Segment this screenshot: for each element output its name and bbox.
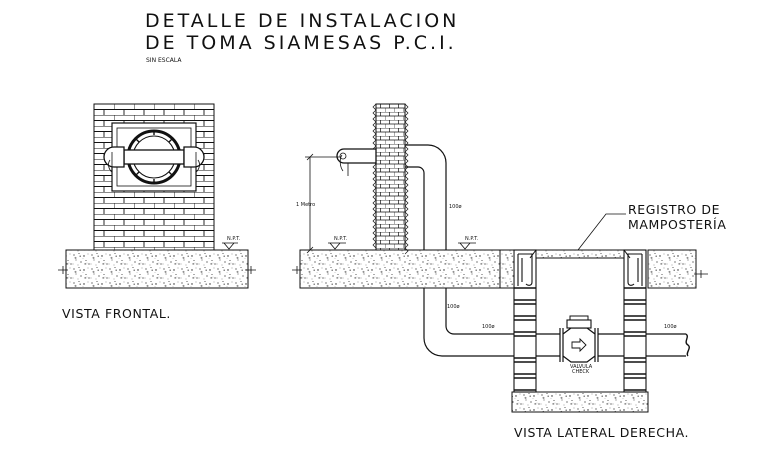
pipe-label-vertical: 100ø bbox=[449, 204, 462, 210]
register-cover-lid bbox=[535, 249, 625, 259]
pipe-label-lower: 100ø bbox=[447, 304, 460, 310]
register-slab-left-edge bbox=[499, 249, 515, 289]
register-callout-line-1: REGISTRO DE bbox=[628, 202, 720, 217]
check-valve-bonnet bbox=[566, 319, 592, 329]
side-pipe-elbow-top-inner bbox=[405, 166, 425, 250]
siamese-outlet-right bbox=[183, 146, 205, 168]
side-slab-break-right bbox=[694, 270, 708, 278]
register-wall-left bbox=[513, 249, 537, 393]
front-view-caption: VISTA FRONTAL. bbox=[62, 306, 171, 321]
register-frame-right bbox=[627, 253, 643, 286]
register-cover-edges bbox=[529, 249, 631, 259]
height-dimension-label: 1 Metro bbox=[296, 202, 315, 208]
side-view-caption: VISTA LATERAL DERECHA. bbox=[514, 425, 689, 440]
siamese-body bbox=[123, 149, 185, 165]
side-concrete-slab-left bbox=[299, 249, 515, 289]
height-dimension-ticks bbox=[306, 153, 314, 254]
siamese-outlet-left bbox=[103, 146, 125, 168]
side-slab-break-left bbox=[292, 266, 302, 274]
side-level-tag-right: N.P.T. bbox=[465, 236, 479, 242]
front-concrete-slab bbox=[65, 249, 249, 289]
check-valve: VALVULA CHECK bbox=[559, 315, 599, 375]
side-pipe-vertical-lower bbox=[423, 288, 447, 326]
register-wall-left-courses bbox=[514, 287, 536, 391]
check-valve-flow-arrow bbox=[571, 337, 587, 353]
side-level-marker-left bbox=[328, 242, 346, 250]
siamese-cap-right bbox=[195, 152, 200, 173]
side-brick-wall-jag-right bbox=[404, 103, 409, 255]
side-view: 1 Metro N.P.T. N.P.T. 100ø 100ø 100ø 100… bbox=[292, 103, 727, 440]
register-callout-line-2: MAMPOSTERÍA bbox=[628, 217, 727, 232]
side-pipe-break-end bbox=[685, 333, 690, 357]
siamese-cap-left bbox=[108, 152, 113, 173]
check-valve-body bbox=[559, 327, 599, 363]
side-level-tag-left: N.P.T. bbox=[334, 236, 348, 242]
title-line-1: DETALLE DE INSTALACION bbox=[145, 10, 459, 32]
register-bottom-slab bbox=[511, 391, 649, 413]
register-wall-right-courses bbox=[624, 287, 646, 391]
register-wall-right bbox=[623, 249, 647, 393]
side-siamese-outlet bbox=[336, 148, 377, 164]
side-pipe-elbow-bottom bbox=[423, 325, 560, 357]
scale-note: SIN ESCALA bbox=[146, 57, 182, 64]
side-siamese-cap bbox=[339, 154, 349, 176]
register-callout-leader bbox=[577, 213, 626, 251]
front-level-marker bbox=[222, 242, 238, 250]
height-dimension-line bbox=[305, 156, 340, 251]
check-valve-label-1: VALVULA bbox=[570, 364, 593, 370]
check-valve-label-2: CHECK bbox=[572, 369, 590, 375]
side-siamese-nut bbox=[339, 152, 347, 160]
front-view: N.P.T. VISTA FRONTAL. bbox=[58, 103, 256, 321]
title-line-2: DE TOMA SIAMESAS P.C.I. bbox=[145, 32, 457, 54]
side-level-marker-right bbox=[458, 242, 476, 250]
side-pipe-elbow-top bbox=[405, 144, 447, 250]
pipe-label-horizontal-right: 100ø bbox=[664, 324, 677, 330]
side-brick-wall-jag bbox=[372, 103, 377, 249]
front-slab-break-right bbox=[246, 266, 256, 274]
front-slab-break-left bbox=[58, 266, 68, 274]
front-level-tag: N.P.T. bbox=[227, 236, 241, 242]
register-frame-left bbox=[517, 253, 533, 286]
side-concrete-slab-right bbox=[647, 249, 697, 289]
side-brick-wall bbox=[375, 103, 406, 251]
masonry-register bbox=[499, 249, 649, 413]
check-valve-bonnet-cap bbox=[569, 315, 589, 320]
pipe-label-horizontal-left: 100ø bbox=[482, 324, 495, 330]
